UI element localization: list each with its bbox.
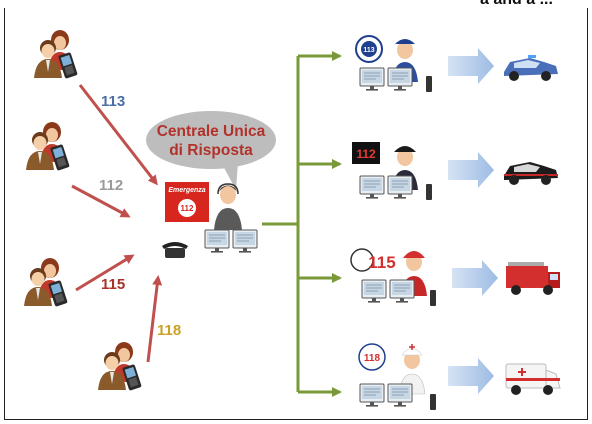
fire-truck-icon (506, 262, 560, 295)
label-113: 113 (101, 93, 125, 110)
sign-number: 112 (181, 204, 194, 213)
desk-phone-icon (162, 242, 188, 258)
dispatch-tree (262, 51, 342, 397)
bubble-line-2: di Risposta (169, 142, 253, 159)
fire-brigade-badge-icon: 115 (350, 248, 396, 272)
bubble-line-1: Centrale Unica (157, 123, 266, 140)
speech-bubble: Centrale Unica di Risposta (146, 111, 276, 190)
arrow-118 (146, 275, 163, 363)
label-112: 112 (99, 177, 123, 194)
dispatch-arrow-113 (448, 48, 494, 84)
caller-group-118 (98, 342, 142, 391)
medical-badge-icon: 118 (358, 343, 386, 371)
label-115: 115 (101, 276, 125, 293)
emergenza-sign: Emergenza 112 (165, 182, 209, 222)
caller-group-115 (24, 258, 68, 307)
carabinieri-car-icon (504, 162, 558, 185)
polizia-badge-icon: 113 (355, 35, 383, 63)
caller-group-113 (34, 30, 78, 79)
badge-115: 115 (368, 253, 395, 272)
service-118-station: 118 (358, 343, 436, 410)
badge-113: 113 (363, 47, 374, 54)
ambulance-icon (505, 363, 561, 395)
service-113-station: 113 (355, 35, 432, 92)
arrow-113 (78, 84, 158, 186)
arrow-115 (75, 254, 135, 292)
diagram-frame (4, 8, 588, 420)
badge-118: 118 (364, 353, 381, 364)
dispatch-arrow-115 (452, 260, 498, 296)
central-operator: Emergenza 112 (162, 182, 258, 258)
carabinieri-badge-icon: 112 (352, 142, 380, 164)
top-cropped-text: a and a ... (0, 0, 592, 10)
police-car-icon (504, 55, 558, 81)
dispatch-arrow-112 (448, 152, 494, 188)
service-112-station: 112 (352, 142, 432, 200)
badge-112: 112 (356, 147, 376, 161)
label-118: 118 (157, 322, 181, 339)
sign-label: Emergenza (168, 187, 205, 194)
dispatch-arrow-118 (448, 358, 494, 394)
caller-group-112 (26, 122, 70, 171)
service-115-station: 115 (350, 248, 436, 306)
arrow-112 (71, 184, 131, 218)
header-fragment: a and a ... (480, 0, 553, 9)
